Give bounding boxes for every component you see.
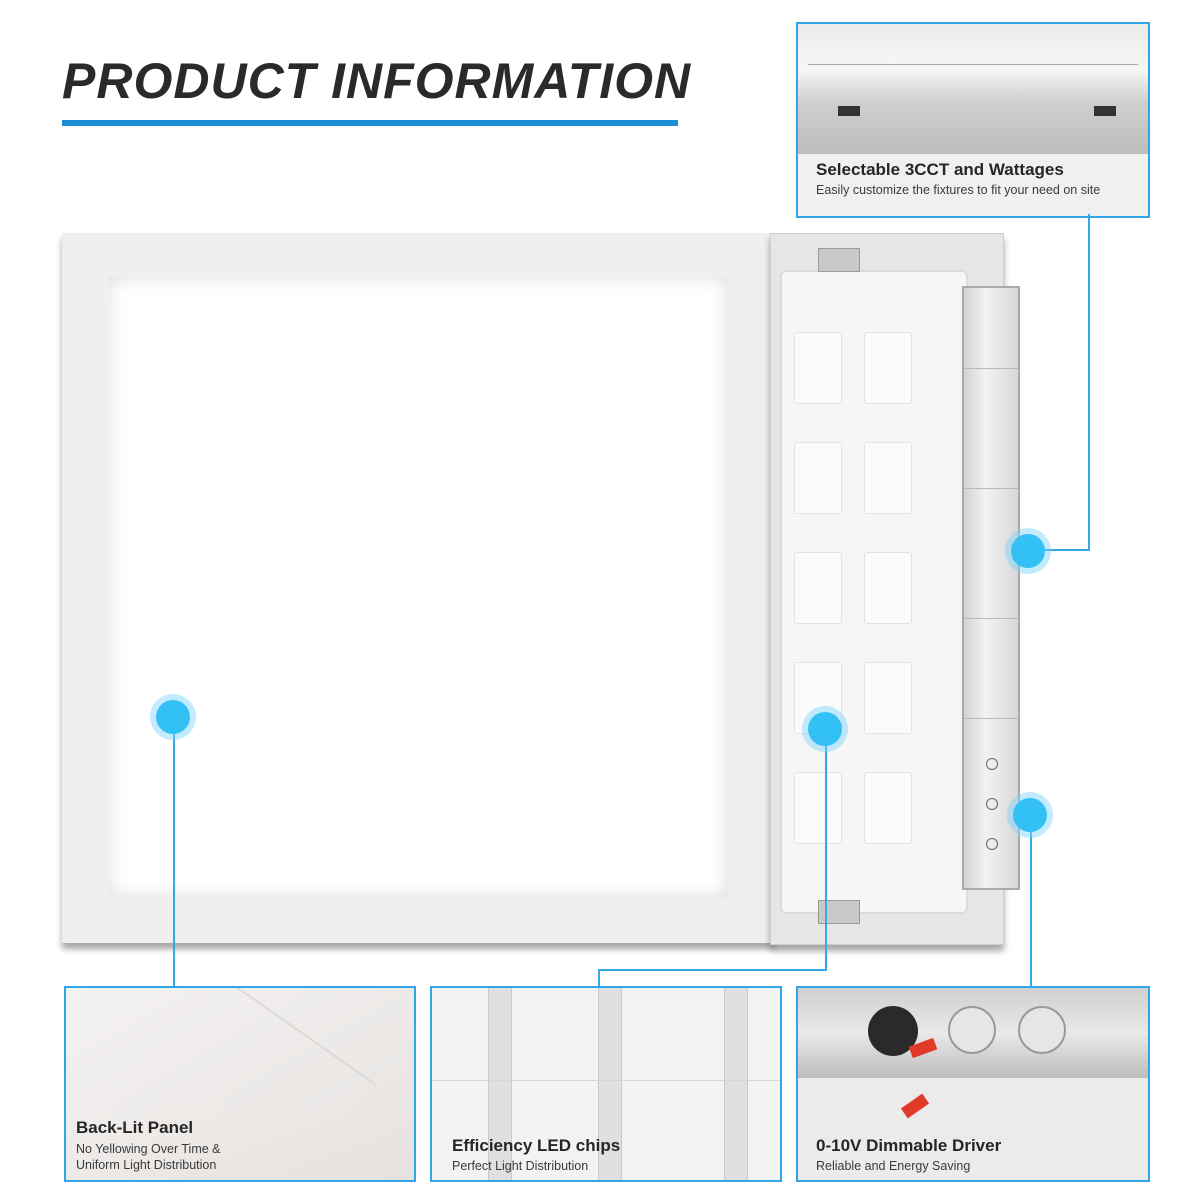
callout-subtitle: Perfect Light Distribution (452, 1159, 589, 1173)
callout-card-led-chips: Efficiency LED chips Perfect Light Distr… (430, 986, 782, 1182)
led-driver (962, 286, 1020, 890)
callout-card-backlit: Back-Lit Panel No Yellowing Over Time & … (64, 986, 416, 1182)
hotspot-dot-driver[interactable] (1011, 534, 1045, 568)
callout-card-dimmable-driver: 0-10V Dimmable Driver Reliable and Energ… (796, 986, 1150, 1182)
connector-line (1044, 549, 1090, 551)
connector-line (825, 730, 827, 970)
panel-back-tray (780, 270, 968, 914)
callout-title: Selectable 3CCT and Wattages (816, 160, 1064, 179)
callout-title: 0-10V Dimmable Driver (816, 1136, 1002, 1155)
connector-line (598, 969, 600, 988)
hotspot-dot-led[interactable] (808, 712, 842, 746)
connector-line (1030, 815, 1032, 988)
callout-title: Efficiency LED chips (452, 1136, 621, 1155)
hotspot-dot-dimmer[interactable] (1013, 798, 1047, 832)
callout-subtitle: Easily customize the fixtures to fit you… (816, 183, 1101, 197)
callout-subtitle-line2: Uniform Light Distribution (76, 1158, 217, 1172)
page-title: PRODUCT INFORMATION (62, 53, 692, 109)
connector-line (1088, 214, 1090, 550)
title-underline (62, 120, 678, 126)
connector-line (598, 969, 827, 971)
mounting-clip (818, 248, 860, 272)
connector-line (173, 716, 175, 988)
callout-subtitle-line1: No Yellowing Over Time & (76, 1142, 221, 1156)
driver-closeup-image (798, 24, 1148, 154)
callout-subtitle: Reliable and Energy Saving (816, 1159, 971, 1173)
hotspot-dot-panel[interactable] (156, 700, 190, 734)
panel-light-surface (108, 277, 728, 897)
callout-card-3cct: Selectable 3CCT and Wattages Easily cust… (796, 22, 1150, 218)
callout-title: Back-Lit Panel (76, 1118, 194, 1137)
